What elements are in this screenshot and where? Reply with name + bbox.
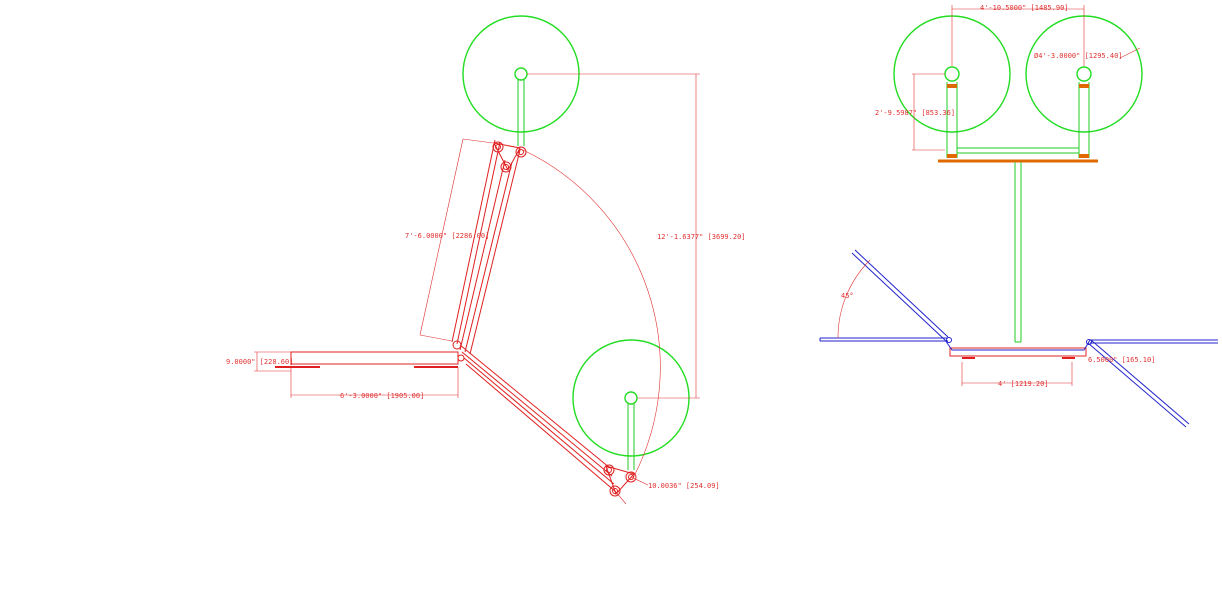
dimension-lines-front xyxy=(912,5,1141,386)
angle-arc xyxy=(837,259,871,339)
mast xyxy=(1014,162,1022,343)
dim-base-height: 9.0000" [228.60] xyxy=(226,358,293,366)
lower-wheel xyxy=(572,339,690,470)
cross-beam xyxy=(938,147,1098,163)
dim-wheel-spacing: 4'-10.5000" [1485.90] xyxy=(980,4,1069,12)
dim-small-offset: 6.5000" [165.10] xyxy=(1088,356,1155,364)
swing-arc xyxy=(522,149,661,481)
upper-wheel xyxy=(462,15,580,146)
dim-base-width: 4' [1219.20] xyxy=(998,380,1049,388)
dim-link-offset: 10.0036" [254.09] xyxy=(648,482,720,490)
dim-arm-length: 7'-6.0000" [2286.00] xyxy=(405,232,489,240)
dim-axle-height: 2'-9.5987" [853.36] xyxy=(875,109,955,117)
dimension-lines-side xyxy=(254,73,700,505)
front-base xyxy=(949,347,1087,359)
base-platform xyxy=(275,351,459,368)
upper-arm xyxy=(451,139,527,355)
dim-angle: 45° xyxy=(841,292,854,300)
dim-base-length: 6'-3.0000" [1905.00] xyxy=(340,392,424,400)
dim-vertical-lift: 12'-1.6377" [3699.20] xyxy=(657,233,746,241)
dim-wheel-diameter: Ø4'-3.0000" [1295.40] xyxy=(1034,52,1123,60)
hinged-panels xyxy=(819,249,1218,428)
side-view: 12'-1.6377" [3699.20] 7'-6.0000" [2286.0… xyxy=(226,15,746,505)
front-view: 4'-10.5000" [1485.90] Ø4'-3.0000" [1295.… xyxy=(819,4,1218,428)
lower-arm xyxy=(459,344,637,497)
